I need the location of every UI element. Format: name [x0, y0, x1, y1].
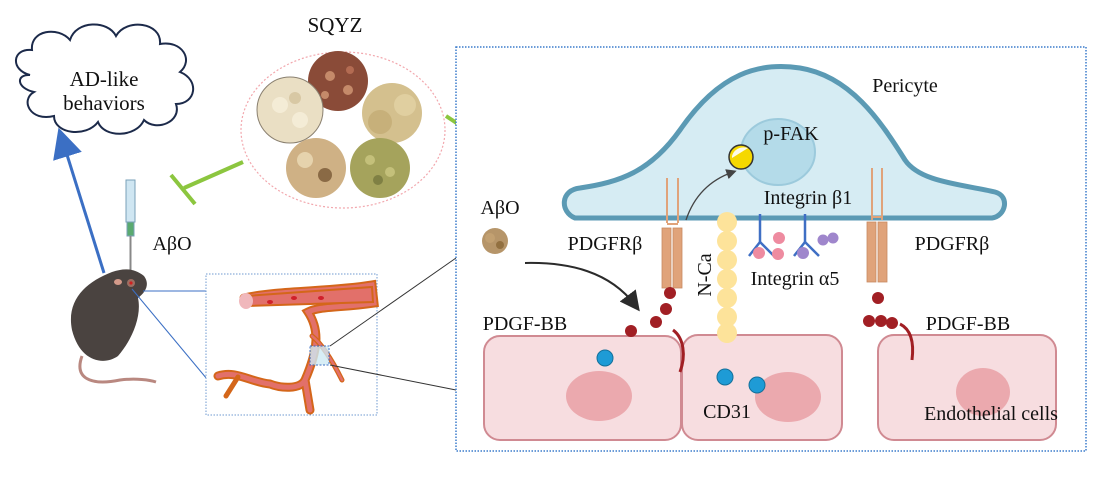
panel-connector-bottom: [329, 364, 457, 391]
panel-connector-top: [329, 257, 457, 347]
syringe-icon: [125, 179, 136, 272]
sqyz-herbs: [240, 51, 446, 209]
inhibit-abo-injection: [169, 160, 244, 206]
pdgf-bb-left-molecules: [625, 287, 685, 373]
zoom-connector-bottom: [131, 288, 208, 380]
integrin-receptors: [748, 214, 839, 260]
mouse-icon: [70, 269, 157, 384]
herb-tan-slices: [286, 138, 346, 198]
pdgfrb-receptor-right: [866, 168, 888, 283]
abo-aggregate-icon: [482, 228, 508, 254]
cd31-markers: [596, 349, 766, 394]
abo-injection-label: AβO: [152, 233, 191, 255]
herb-green-slices: [350, 138, 410, 198]
ad-like-behaviors-cloud: AD-like behaviors: [15, 23, 195, 135]
n-cadherin-chain: [717, 212, 737, 343]
zoom-region-marker: [309, 345, 330, 366]
ligand-purple: [817, 234, 829, 246]
pericyte-label: Pericyte: [872, 75, 938, 97]
ligand-purple: [827, 232, 839, 244]
pfak-activation-arrow: [685, 169, 737, 221]
integrin-b1-label: Integrin β1: [764, 187, 853, 209]
pdgfrb-right-label: PDGFRβ: [915, 233, 990, 255]
induces-arrow: [53, 127, 106, 274]
integrin-a5-label: Integrin α5: [751, 268, 840, 290]
pericyte-cell: [561, 63, 1007, 221]
endothelial-label: Endothelial cells: [924, 403, 1058, 425]
pdgfbb-left-label: PDGF-BB: [483, 313, 567, 335]
n-ca-label: N-Ca: [694, 253, 716, 296]
ligand-purple: [797, 247, 809, 259]
nucleus-1: [566, 371, 632, 421]
ligand-pink: [753, 247, 765, 259]
abo-effect-arrow: [524, 261, 640, 312]
nucleus-2: [755, 372, 821, 422]
ligand-pink: [773, 232, 785, 244]
herb-white-slices: [256, 76, 324, 144]
cloud-text-line1: AD-like: [70, 67, 139, 91]
pdgfrb-receptor-left: [661, 178, 683, 289]
pdgfbb-right-label: PDGF-BB: [926, 313, 1010, 335]
ligand-pink: [772, 248, 784, 260]
pfak-label: p-FAK: [763, 123, 819, 145]
brain-vessel-panel: [205, 273, 379, 416]
abo-panel-label: AβO: [480, 197, 519, 219]
cloud-text-line2: behaviors: [63, 91, 145, 115]
cd31-label: CD31: [703, 401, 751, 423]
pdgfrb-left-label: PDGFRβ: [568, 233, 643, 255]
nucleus-3: [956, 368, 1010, 416]
herb-yellow-slices: [362, 83, 422, 143]
pdgf-bb-right-molecules: [863, 292, 915, 361]
sqyz-title: SQYZ: [308, 13, 363, 37]
endothelial-cells: [483, 334, 1057, 441]
